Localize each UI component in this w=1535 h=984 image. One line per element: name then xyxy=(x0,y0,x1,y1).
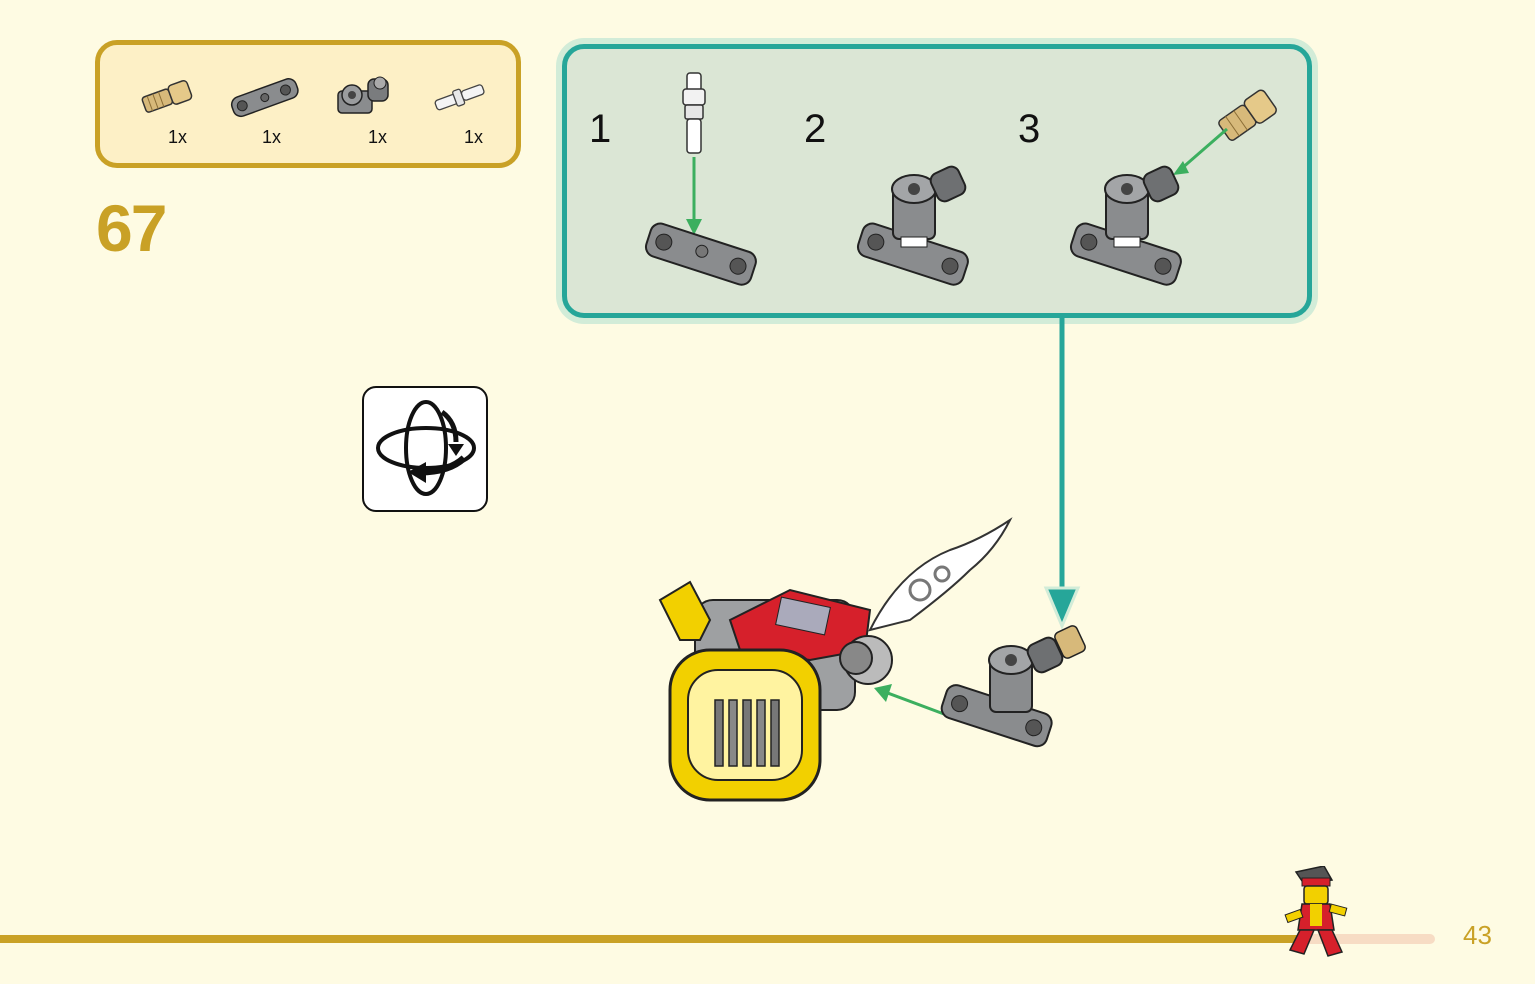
white-pin-icon xyxy=(682,72,706,154)
rotate-model-icon xyxy=(362,386,488,512)
main-model-illustration xyxy=(658,517,1086,802)
part-qty: 1x xyxy=(368,127,388,147)
sub-step-2-number: 2 xyxy=(804,107,827,151)
part-qty: 1x xyxy=(168,127,188,147)
pin-hole-connector-icon xyxy=(1104,165,1180,248)
liftarm-connector-icon xyxy=(644,222,757,286)
part-dark-grey-pin-hole: 1x xyxy=(332,65,422,155)
part-tan-axle-connector: 1x xyxy=(132,65,222,155)
footer-progress-line xyxy=(0,935,1300,943)
parts-list-box: 1x 1x 1x 1x xyxy=(95,40,521,168)
step-number: 67 xyxy=(96,191,167,265)
liftarm-connector-icon xyxy=(230,78,299,118)
part-qty: 1x xyxy=(464,127,484,147)
part-dark-grey-liftarm: 1x xyxy=(226,65,316,155)
callout-connector-arrow xyxy=(1043,316,1081,630)
sub-assembly-callout: 1 2 3 xyxy=(562,44,1312,318)
tan-axle-connector-icon xyxy=(1218,89,1277,141)
white-pin-icon xyxy=(434,84,485,111)
pin-hole-connector-icon xyxy=(337,76,389,114)
sub-step-3-number: 3 xyxy=(1018,107,1041,151)
page-number: 43 xyxy=(1463,920,1492,950)
tan-axle-connector-icon xyxy=(141,79,193,113)
sub-assembly-illustrations xyxy=(644,72,1277,286)
minifigure-mascot-icon xyxy=(1284,866,1348,957)
footer-progress-track xyxy=(1300,934,1435,944)
liftarm-connector-icon xyxy=(856,222,969,286)
part-white-pin: 1x xyxy=(428,65,518,155)
part-qty: 1x xyxy=(262,127,282,147)
pin-hole-connector-icon xyxy=(891,165,967,248)
sub-step-1-number: 1 xyxy=(589,107,612,151)
